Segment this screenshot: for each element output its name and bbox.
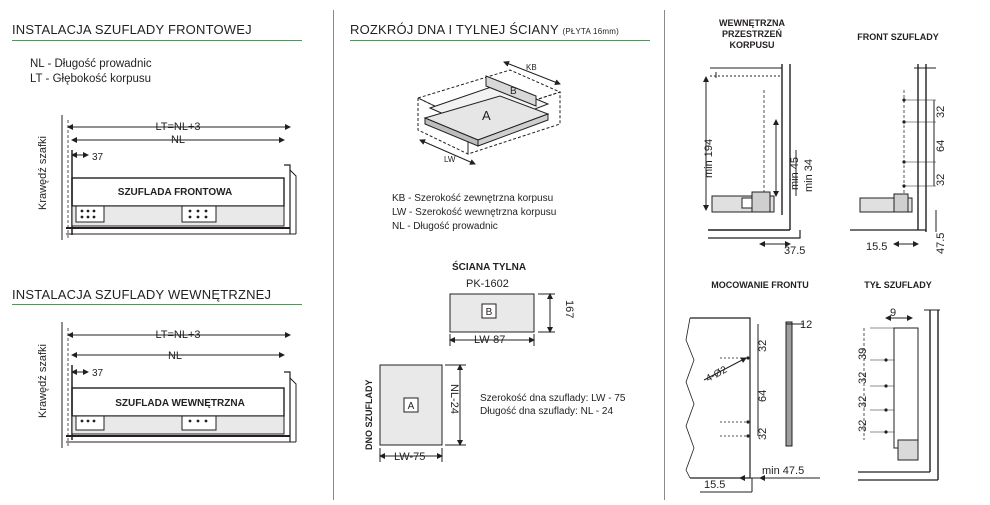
internal-drawer-installation-drawing: Krawędź szafki LT=NL+3 NL 37 SZUFLADA WE… (37, 322, 297, 448)
front-mounting-drawing: 4-Ø2 32 64 32 12 15.5 min 47.5 (685, 317, 820, 493)
internal-title-line-3: KORPUSU (729, 40, 775, 50)
section3-title: ROZKRÓJ DNA I TYLNEJ ŚCIANY (PŁYTA 16mm) (350, 22, 619, 37)
front-drawer-installation-drawing: Krawędź szafki LT=NL+3 NL 37 SZUFLADA FR… (37, 115, 297, 240)
front-dim-32-bottom: 32 (935, 174, 947, 186)
back-wall-drawing: B 167 LW-87 (449, 293, 575, 346)
section1-underline (12, 40, 302, 41)
dim-37-2: 37 (92, 368, 104, 379)
legend-nl-2: NL - Długość prowadnic (392, 221, 498, 232)
dim-min45: min 45 (789, 157, 801, 190)
internal-title-line-1: WEWNĘTRZNA (719, 18, 785, 28)
bottom-note-length: Długość dna szuflady: NL - 24 (480, 406, 614, 417)
divider-2 (664, 10, 665, 500)
dim-lt-2: LT=NL+3 (155, 329, 200, 341)
section1-legend: NL - Długość prowadnic LT - Głębokość ko… (30, 57, 152, 87)
section3-legend: KB - Szerokość zewnętrzna korpusu LW - S… (392, 192, 556, 234)
drawer-label-front: SZUFLADA FRONTOWA (118, 187, 232, 198)
mount-dim-64: 64 (757, 390, 769, 402)
drawer-bottom-side-label: DNO SZUFLADY (364, 380, 374, 451)
legend-nl: NL - Długość prowadnic (30, 58, 152, 70)
legend-kb: KB - Szerokość zewnętrzna korpusu (392, 193, 554, 204)
front-dim-47-5: 47.5 (935, 233, 947, 254)
iso-b: B (510, 86, 517, 97)
mount-dim-12: 12 (800, 319, 812, 331)
dim-37: 37 (92, 152, 104, 163)
back-wall-code: PK-1602 (466, 278, 509, 290)
dim-nl-2: NL (168, 350, 182, 362)
iso-lw: LW (444, 155, 456, 164)
legend-lt: LT - Głębokość korpusu (30, 73, 152, 85)
mount-dim-min47-5: min 47.5 (762, 465, 804, 477)
internal-space-drawing: min 194 min 45 min 34 37.5 (703, 64, 815, 257)
rear-dim-32-a: 32 (857, 372, 869, 384)
drawer-bottom-depth: NL-24 (448, 384, 460, 414)
back-wall-letter: B (486, 307, 493, 318)
section1-title: INSTALACJA SZUFLADY FRONTOWEJ (12, 22, 252, 37)
front-dim-64: 64 (935, 140, 947, 152)
back-wall-title: ŚCIANA TYLNA (452, 262, 527, 273)
dim-lt: LT=NL+3 (155, 121, 200, 133)
mount-dim-15-5: 15.5 (704, 479, 725, 491)
dim-nl: NL (171, 134, 185, 146)
front-dim-32-top: 32 (935, 106, 947, 118)
dim-min34: min 34 (803, 159, 815, 192)
section3-title-text: ROZKRÓJ DNA I TYLNEJ ŚCIANY (350, 22, 559, 37)
cabinet-edge-label-2: Krawędź szafki (37, 344, 49, 418)
rear-dim-39: 39 (857, 348, 869, 360)
drawer-bottom-letter: A (408, 401, 415, 412)
iso-a: A (482, 108, 491, 123)
back-wall-height: 167 (563, 300, 575, 318)
drawer-bottom-width: LW-75 (394, 451, 425, 463)
mount-hole-label: 4-Ø2 (704, 364, 729, 384)
internal-space-title: WEWNĘTRZNA PRZESTRZEŃ KORPUSU (712, 18, 792, 51)
section2-title: INSTALACJA SZUFLADY WEWNĘTRZNEJ (12, 287, 272, 302)
iso-kb: KB (526, 63, 537, 72)
back-wall-width: LW-87 (474, 334, 505, 346)
dim-min194: min 194 (703, 139, 715, 178)
section2-underline (12, 304, 302, 305)
bottom-note-width: Szerokość dna szuflady: LW - 75 (480, 393, 626, 404)
front-dim-15-5: 15.5 (866, 241, 887, 253)
drawer-front-drawing: 32 64 32 15.5 47.5 (850, 64, 947, 254)
front-mounting-title: MOCOWANIE FRONTU (711, 280, 809, 290)
drawer-front-title: FRONT SZUFLADY (857, 32, 939, 42)
rear-dim-32-c: 32 (857, 420, 869, 432)
section3-title-note: (PŁYTA 16mm) (562, 27, 619, 36)
drawer-bottom-notes: Szerokość dna szuflady: LW - 75 Długość … (480, 392, 625, 418)
dim-37-5: 37.5 (784, 245, 805, 257)
isometric-drawer-drawing: KB B A LW (416, 61, 562, 165)
drawer-label-internal: SZUFLADA WEWNĘTRZNA (115, 398, 245, 409)
cabinet-edge-label: Krawędź szafki (37, 136, 49, 210)
drawer-rear-title: TYŁ SZUFLADY (864, 280, 932, 290)
section3-underline (350, 40, 650, 41)
legend-lw: LW - Szerokość wewnętrzna korpusu (392, 207, 557, 218)
divider-1 (333, 10, 334, 500)
rear-dim-9: 9 (890, 307, 896, 319)
drawer-rear-drawing: 9 39 32 32 32 (857, 307, 940, 481)
mount-dim-32-top: 32 (757, 340, 769, 352)
mount-dim-32-bottom: 32 (757, 428, 769, 440)
rear-dim-32-b: 32 (857, 396, 869, 408)
internal-title-line-2: PRZESTRZEŃ (721, 29, 782, 39)
drawer-bottom-drawing: DNO SZUFLADY A NL-24 LW-75 (364, 364, 466, 463)
